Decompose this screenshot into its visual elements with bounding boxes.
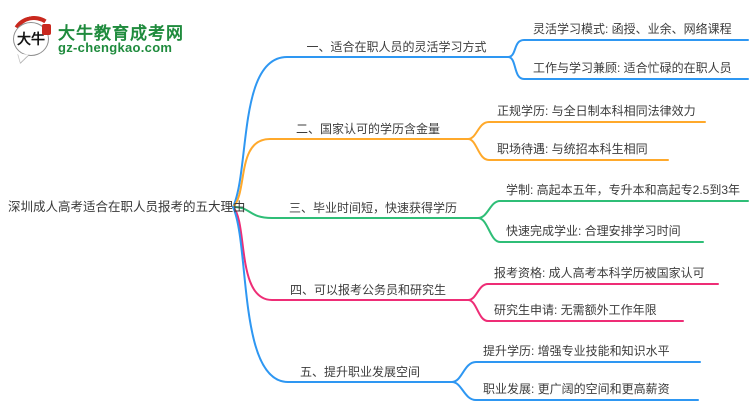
branch-4-child-1: 报考资格: 成人高考本科学历被国家认可	[494, 266, 705, 280]
branch-3-child-1: 学制: 高起本五年，专升本和高起专2.5到3年	[506, 183, 741, 197]
brand-name: 大牛教育成考网	[58, 24, 184, 43]
site-logo: 大牛 大牛教育成考网 gz-chengkao.com	[6, 11, 210, 67]
logo-bubble-text: 大牛	[17, 31, 45, 47]
branch-1-child-1: 灵活学习模式: 函授、业余、网络课程	[533, 22, 732, 36]
branch-3-label: 三、毕业时间短，快速获得学历	[288, 201, 457, 215]
branch-2-child-1: 正规学历: 与全日制本科相同法律效力	[497, 104, 696, 118]
branch-3-child-2: 快速完成学业: 合理安排学习时间	[506, 224, 681, 238]
branch-5-label: 五、提升职业发展空间	[299, 365, 420, 379]
logo-seal-stamp	[42, 24, 51, 35]
branch-4-child-2: 研究生申请: 无需额外工作年限	[494, 303, 657, 317]
brand-domain: gz-chengkao.com	[58, 40, 173, 55]
branch-4-label: 四、可以报考公务员和研究生	[289, 283, 446, 297]
logo-bubble-tail	[16, 53, 29, 64]
root-topic: 深圳成人高考适合在职人员报考的五大理由	[8, 200, 246, 214]
branch-2-label: 二、国家认可的学历含金量	[295, 122, 440, 136]
branch-2-child-2: 职场待遇: 与统招本科生相同	[497, 142, 648, 156]
branch-5-child-2: 职业发展: 更广阔的空间和更高薪资	[483, 382, 670, 396]
logo-bubble: 大牛	[13, 22, 49, 56]
branch-5-child-1: 提升学历: 增强专业技能和知识水平	[483, 344, 670, 358]
branch-1-label: 一、适合在职人员的灵活学习方式	[306, 40, 487, 54]
brand-bubble-icon: 大牛	[6, 11, 62, 67]
branch-1-child-2: 工作与学习兼顾: 适合忙碌的在职人员	[533, 61, 732, 75]
